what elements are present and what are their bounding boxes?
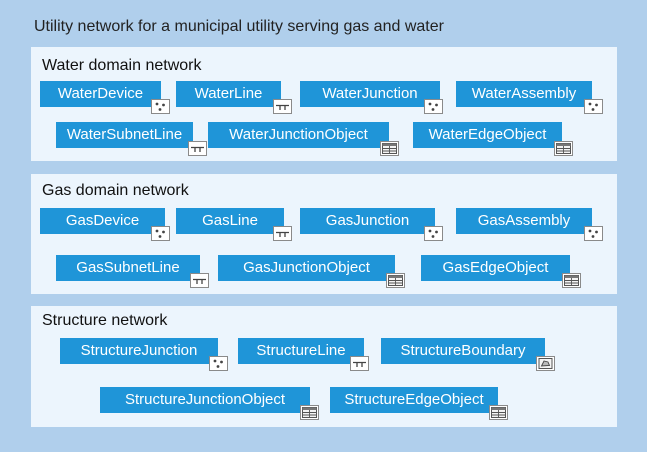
feature-class-label: WaterAssembly <box>471 85 577 102</box>
table-icon <box>380 141 399 156</box>
point-feature-icon <box>151 99 170 114</box>
feature-class-label: GasDevice <box>65 212 140 229</box>
line-feature-icon <box>190 273 209 288</box>
table-icon <box>386 273 405 288</box>
table-icon <box>489 405 508 420</box>
table-icon <box>300 405 319 420</box>
point-feature-icon <box>424 99 443 114</box>
feature-class-box: GasAssembly <box>456 208 592 234</box>
feature-class-box: StructureBoundary <box>381 338 545 364</box>
feature-class-label: WaterDevice <box>57 85 144 102</box>
line-feature-icon <box>350 356 369 371</box>
feature-class-label: GasEdgeObject <box>442 259 549 276</box>
feature-class-box: GasJunction <box>300 208 435 234</box>
table-icon <box>554 141 573 156</box>
feature-class-label: GasSubnetLine <box>76 259 180 276</box>
line-feature-icon <box>273 226 292 241</box>
panel-title: Gas domain network <box>42 182 189 199</box>
feature-class-box: GasDevice <box>40 208 165 234</box>
feature-class-label: GasAssembly <box>477 212 571 229</box>
feature-class-box: StructureJunctionObject <box>100 387 310 413</box>
feature-class-box: GasSubnetLine <box>56 255 200 281</box>
feature-class-label: WaterJunction <box>322 85 418 102</box>
feature-class-box: WaterDevice <box>40 81 161 107</box>
feature-class-box: WaterSubnetLine <box>56 122 193 148</box>
feature-class-box: GasEdgeObject <box>421 255 570 281</box>
table-icon <box>562 273 581 288</box>
feature-class-label: StructureBoundary <box>400 342 526 359</box>
feature-class-box: GasLine <box>176 208 284 234</box>
feature-class-box: WaterEdgeObject <box>413 122 562 148</box>
polygon-feature-icon <box>536 356 555 371</box>
line-feature-icon <box>273 99 292 114</box>
point-feature-icon <box>584 226 603 241</box>
point-feature-icon <box>424 226 443 241</box>
feature-class-box: WaterJunction <box>300 81 440 107</box>
feature-class-box: StructureJunction <box>60 338 218 364</box>
feature-class-label: GasJunctionObject <box>243 259 370 276</box>
point-feature-icon <box>151 226 170 241</box>
point-feature-icon <box>584 99 603 114</box>
line-feature-icon <box>188 141 207 156</box>
feature-class-label: WaterEdgeObject <box>428 126 547 143</box>
feature-class-box: StructureEdgeObject <box>330 387 498 413</box>
feature-class-label: WaterLine <box>194 85 263 102</box>
feature-class-box: StructureLine <box>238 338 364 364</box>
point-feature-icon <box>209 356 228 371</box>
feature-class-box: WaterLine <box>176 81 281 107</box>
feature-class-box: WaterJunctionObject <box>208 122 389 148</box>
panel-title: Water domain network <box>42 57 202 74</box>
feature-class-label: GasLine <box>202 212 258 229</box>
feature-class-box: WaterAssembly <box>456 81 592 107</box>
feature-class-label: GasJunction <box>325 212 410 229</box>
feature-class-label: WaterSubnetLine <box>66 126 183 143</box>
feature-class-label: StructureEdgeObject <box>344 391 484 408</box>
diagram-title: Utility network for a municipal utility … <box>34 18 444 35</box>
panel-title: Structure network <box>42 312 168 329</box>
feature-class-box: GasJunctionObject <box>218 255 395 281</box>
feature-class-label: StructureJunctionObject <box>124 391 286 408</box>
feature-class-label: StructureJunction <box>80 342 198 359</box>
feature-class-label: WaterJunctionObject <box>229 126 368 143</box>
feature-class-label: StructureLine <box>256 342 346 359</box>
